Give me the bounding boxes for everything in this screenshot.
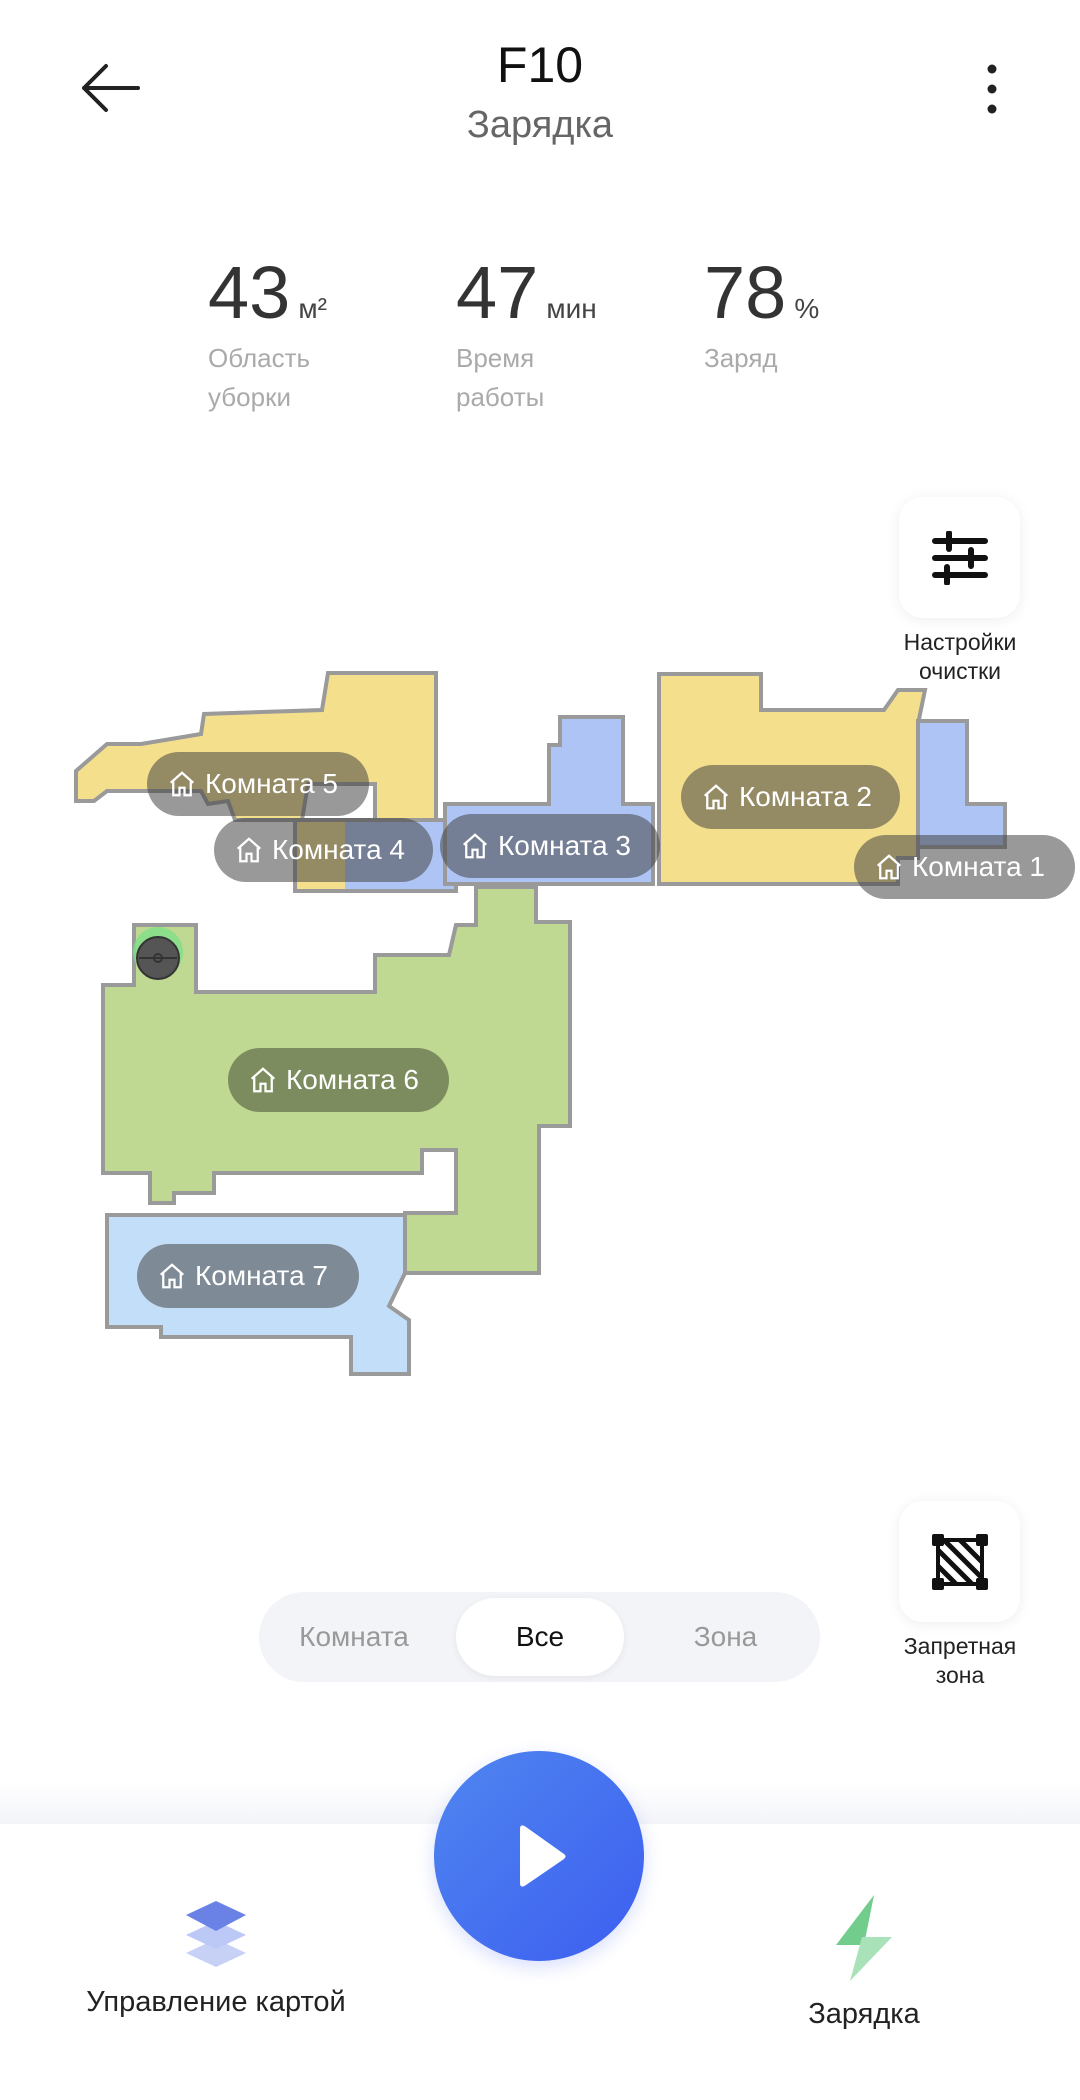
room-label-1[interactable]: Комната 1: [854, 835, 1075, 899]
play-icon: [520, 1825, 566, 1887]
back-button[interactable]: [78, 62, 142, 114]
room-label-6[interactable]: Комната 6: [228, 1048, 449, 1112]
robot-marker: [133, 927, 183, 980]
more-button[interactable]: [972, 62, 1012, 116]
device-title: F10: [496, 37, 584, 93]
device-status: Зарядка: [466, 104, 614, 146]
mode-all[interactable]: Все: [515, 1621, 565, 1652]
stat-label: Время: [456, 343, 535, 373]
charge-button[interactable]: Зарядка: [764, 1895, 964, 2031]
charge-label: Зарядка: [808, 1998, 920, 2030]
home-icon: [704, 784, 728, 810]
home-icon: [160, 1263, 184, 1289]
layers-icon: [186, 1901, 246, 1967]
room-label-4[interactable]: Комната 4: [214, 818, 433, 882]
room-1-area: [916, 719, 1007, 849]
lightning-icon: [836, 1895, 892, 1981]
map-management-label: Управление картой: [86, 1986, 346, 2018]
stat-unit: мин: [546, 293, 597, 324]
start-cleaning-button[interactable]: [434, 1751, 644, 1961]
mode-room[interactable]: Комната: [299, 1621, 409, 1652]
stat-label: уборки: [208, 382, 292, 412]
stat-unit: %: [794, 293, 820, 324]
home-icon: [251, 1067, 275, 1093]
home-icon: [170, 771, 194, 797]
mode-selector[interactable]: Комната Все Зона: [259, 1592, 820, 1682]
no-go-zone-icon: [931, 1533, 988, 1590]
map-management-button[interactable]: Управление картой: [60, 1895, 372, 2019]
stat-value: 78: [704, 251, 787, 334]
stat-value: 43: [208, 251, 291, 334]
stat-value: 47: [456, 251, 539, 334]
home-icon: [237, 837, 261, 863]
room-label-2[interactable]: Комната 2: [681, 765, 900, 829]
stat-label: работы: [456, 382, 545, 412]
room-label-7[interactable]: Комната 7: [137, 1244, 359, 1308]
stat-label: Заряд: [704, 343, 778, 373]
no-go-zone-button[interactable]: [899, 1501, 1020, 1622]
home-icon: [463, 833, 487, 859]
home-icon: [877, 854, 901, 880]
mode-zone[interactable]: Зона: [693, 1621, 758, 1652]
stat-unit: м²: [298, 293, 327, 324]
sliders-icon: [931, 530, 988, 585]
room-label-3[interactable]: Комната 3: [440, 814, 660, 878]
stat-battery: 78% Заряд: [704, 250, 904, 378]
arrow-left-icon: [82, 64, 140, 112]
cleaning-settings-button[interactable]: [899, 497, 1020, 618]
more-vertical-icon: [987, 64, 997, 114]
stat-label: Область: [208, 343, 311, 373]
room-label-5[interactable]: Комната 5: [147, 752, 369, 816]
